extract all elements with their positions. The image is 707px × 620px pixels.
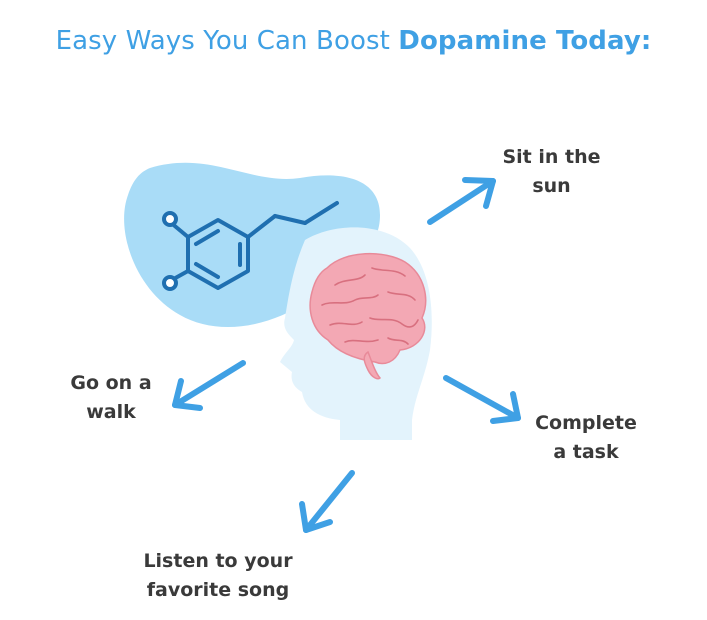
label-line: walk <box>86 401 136 423</box>
label-listen-to-your-favorite-song: Listen to your favorite song <box>130 547 306 605</box>
arrow-icon-song <box>299 470 355 533</box>
arrow-icon-sun <box>427 177 496 225</box>
label-complete-a-task: Complete a task <box>521 409 651 467</box>
dopamine-molecule-icon <box>162 201 339 291</box>
label-line: a task <box>553 441 619 463</box>
title-prefix: Easy Ways You Can Boost <box>55 26 399 56</box>
arrow-icon-walk <box>172 360 246 411</box>
brain-icon <box>309 252 427 380</box>
page-title: Easy Ways You Can Boost Dopamine Today: <box>0 26 707 56</box>
label-go-on-a-walk: Go on a walk <box>56 369 166 427</box>
label-line: Complete <box>535 412 637 434</box>
arrow-icon-task <box>443 375 521 424</box>
label-sit-in-the-sun: Sit in the sun <box>489 143 614 201</box>
label-line: sun <box>532 175 571 197</box>
title-emphasis: Dopamine Today: <box>398 26 652 56</box>
label-line: Go on a <box>70 372 152 394</box>
label-line: favorite song <box>146 579 290 601</box>
label-line: Sit in the <box>502 146 601 168</box>
label-line: Listen to your <box>143 550 293 572</box>
